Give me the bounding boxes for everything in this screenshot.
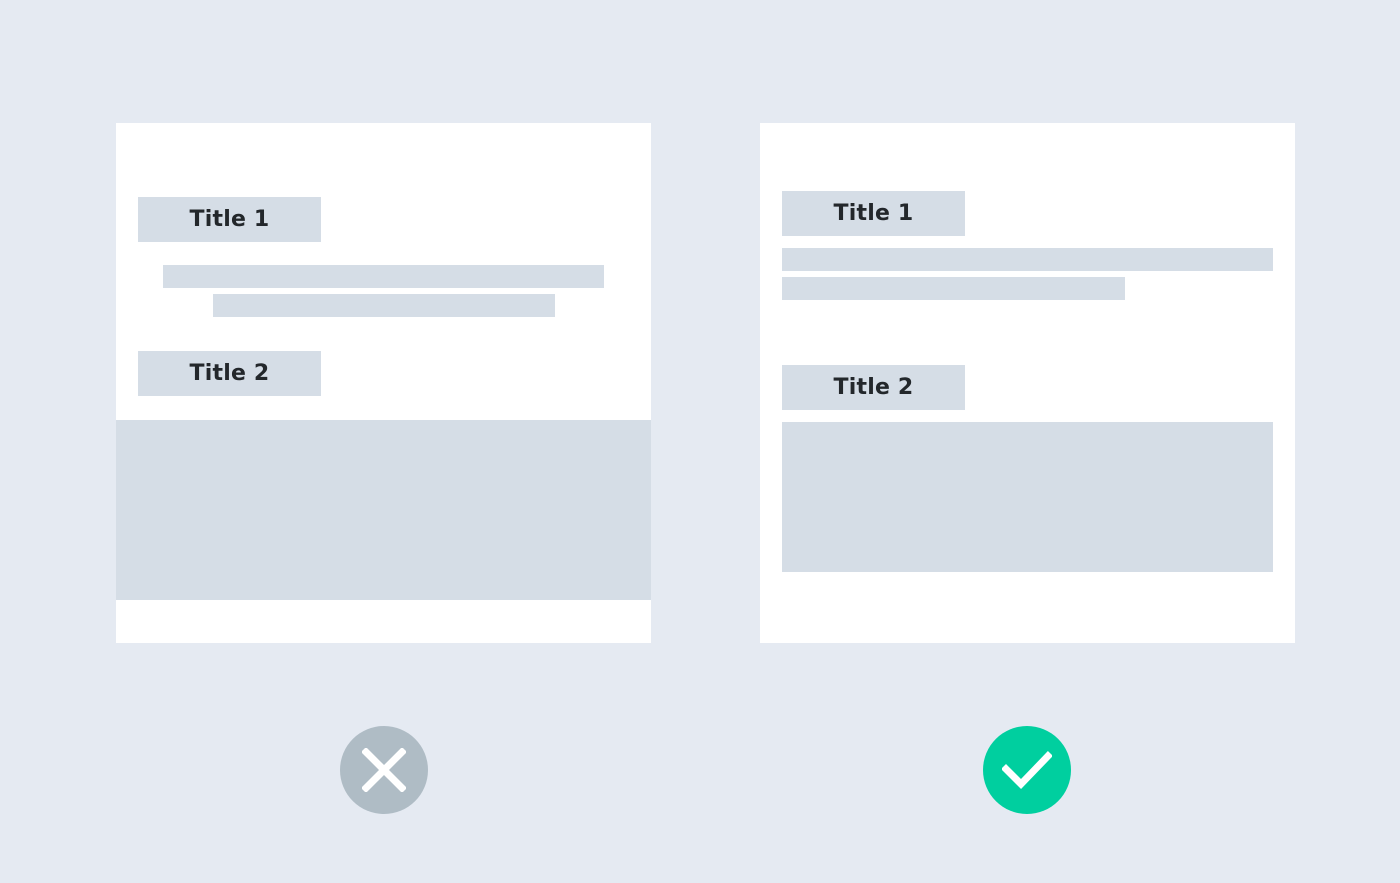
- title-2-block: Title 2: [782, 365, 965, 410]
- close-icon: [362, 748, 406, 792]
- content-block: [116, 420, 651, 600]
- correct-layout-card: Title 1 Title 2: [760, 123, 1295, 643]
- title-1-block: Title 1: [138, 197, 321, 242]
- title-1-block: Title 1: [782, 191, 965, 236]
- title-2-block: Title 2: [138, 351, 321, 396]
- incorrect-badge: [340, 726, 428, 814]
- text-line-1: [782, 248, 1273, 271]
- title-1-label: Title 1: [189, 207, 270, 232]
- content-block: [782, 422, 1273, 572]
- title-1-label: Title 1: [833, 201, 914, 226]
- text-line-2: [782, 277, 1125, 300]
- title-2-label: Title 2: [189, 361, 270, 386]
- check-icon: [1002, 751, 1052, 789]
- text-line-2: [213, 294, 555, 317]
- title-2-label: Title 2: [833, 375, 914, 400]
- text-line-1: [163, 265, 604, 288]
- correct-badge: [983, 726, 1071, 814]
- incorrect-layout-card: Title 1 Title 2: [116, 123, 651, 643]
